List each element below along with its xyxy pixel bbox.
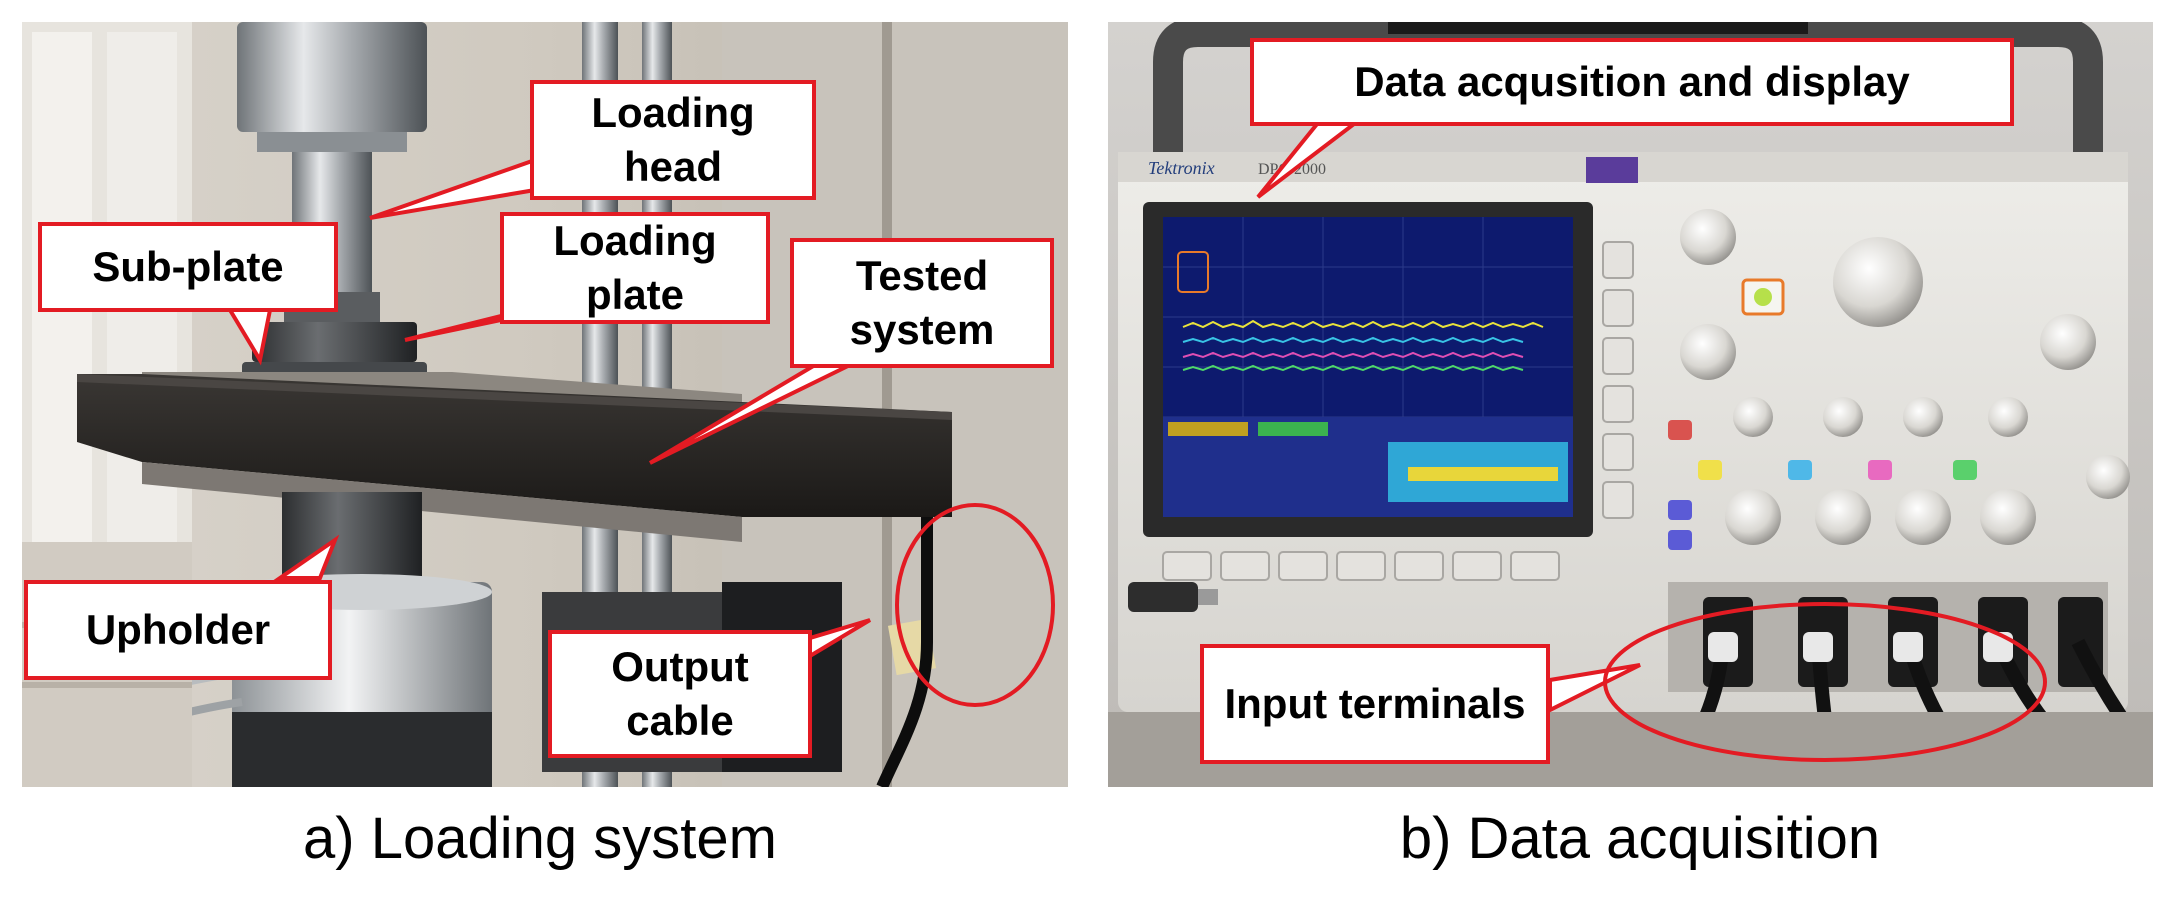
upholder-label: Upholder <box>24 580 332 680</box>
oscilloscope-model: DPO 2000 <box>1258 161 1326 178</box>
data-acquisition-display-label: Data acqusition and display <box>1250 38 2014 126</box>
oscilloscope-brand: Tektronix <box>1148 158 1215 178</box>
panel-b-caption: b) Data acquisition <box>1399 806 1881 871</box>
output-cable-label: Output cable <box>548 630 812 758</box>
input-terminals-label: Input terminals <box>1200 644 1550 764</box>
sub-plate-label: Sub-plate <box>38 222 338 312</box>
tested-system-label: Tested system <box>790 238 1054 368</box>
loading-plate-label: Loading plate <box>500 212 770 324</box>
panel-a-caption: a) Loading system <box>303 806 777 871</box>
loading-head-label: Loading head <box>530 80 816 200</box>
